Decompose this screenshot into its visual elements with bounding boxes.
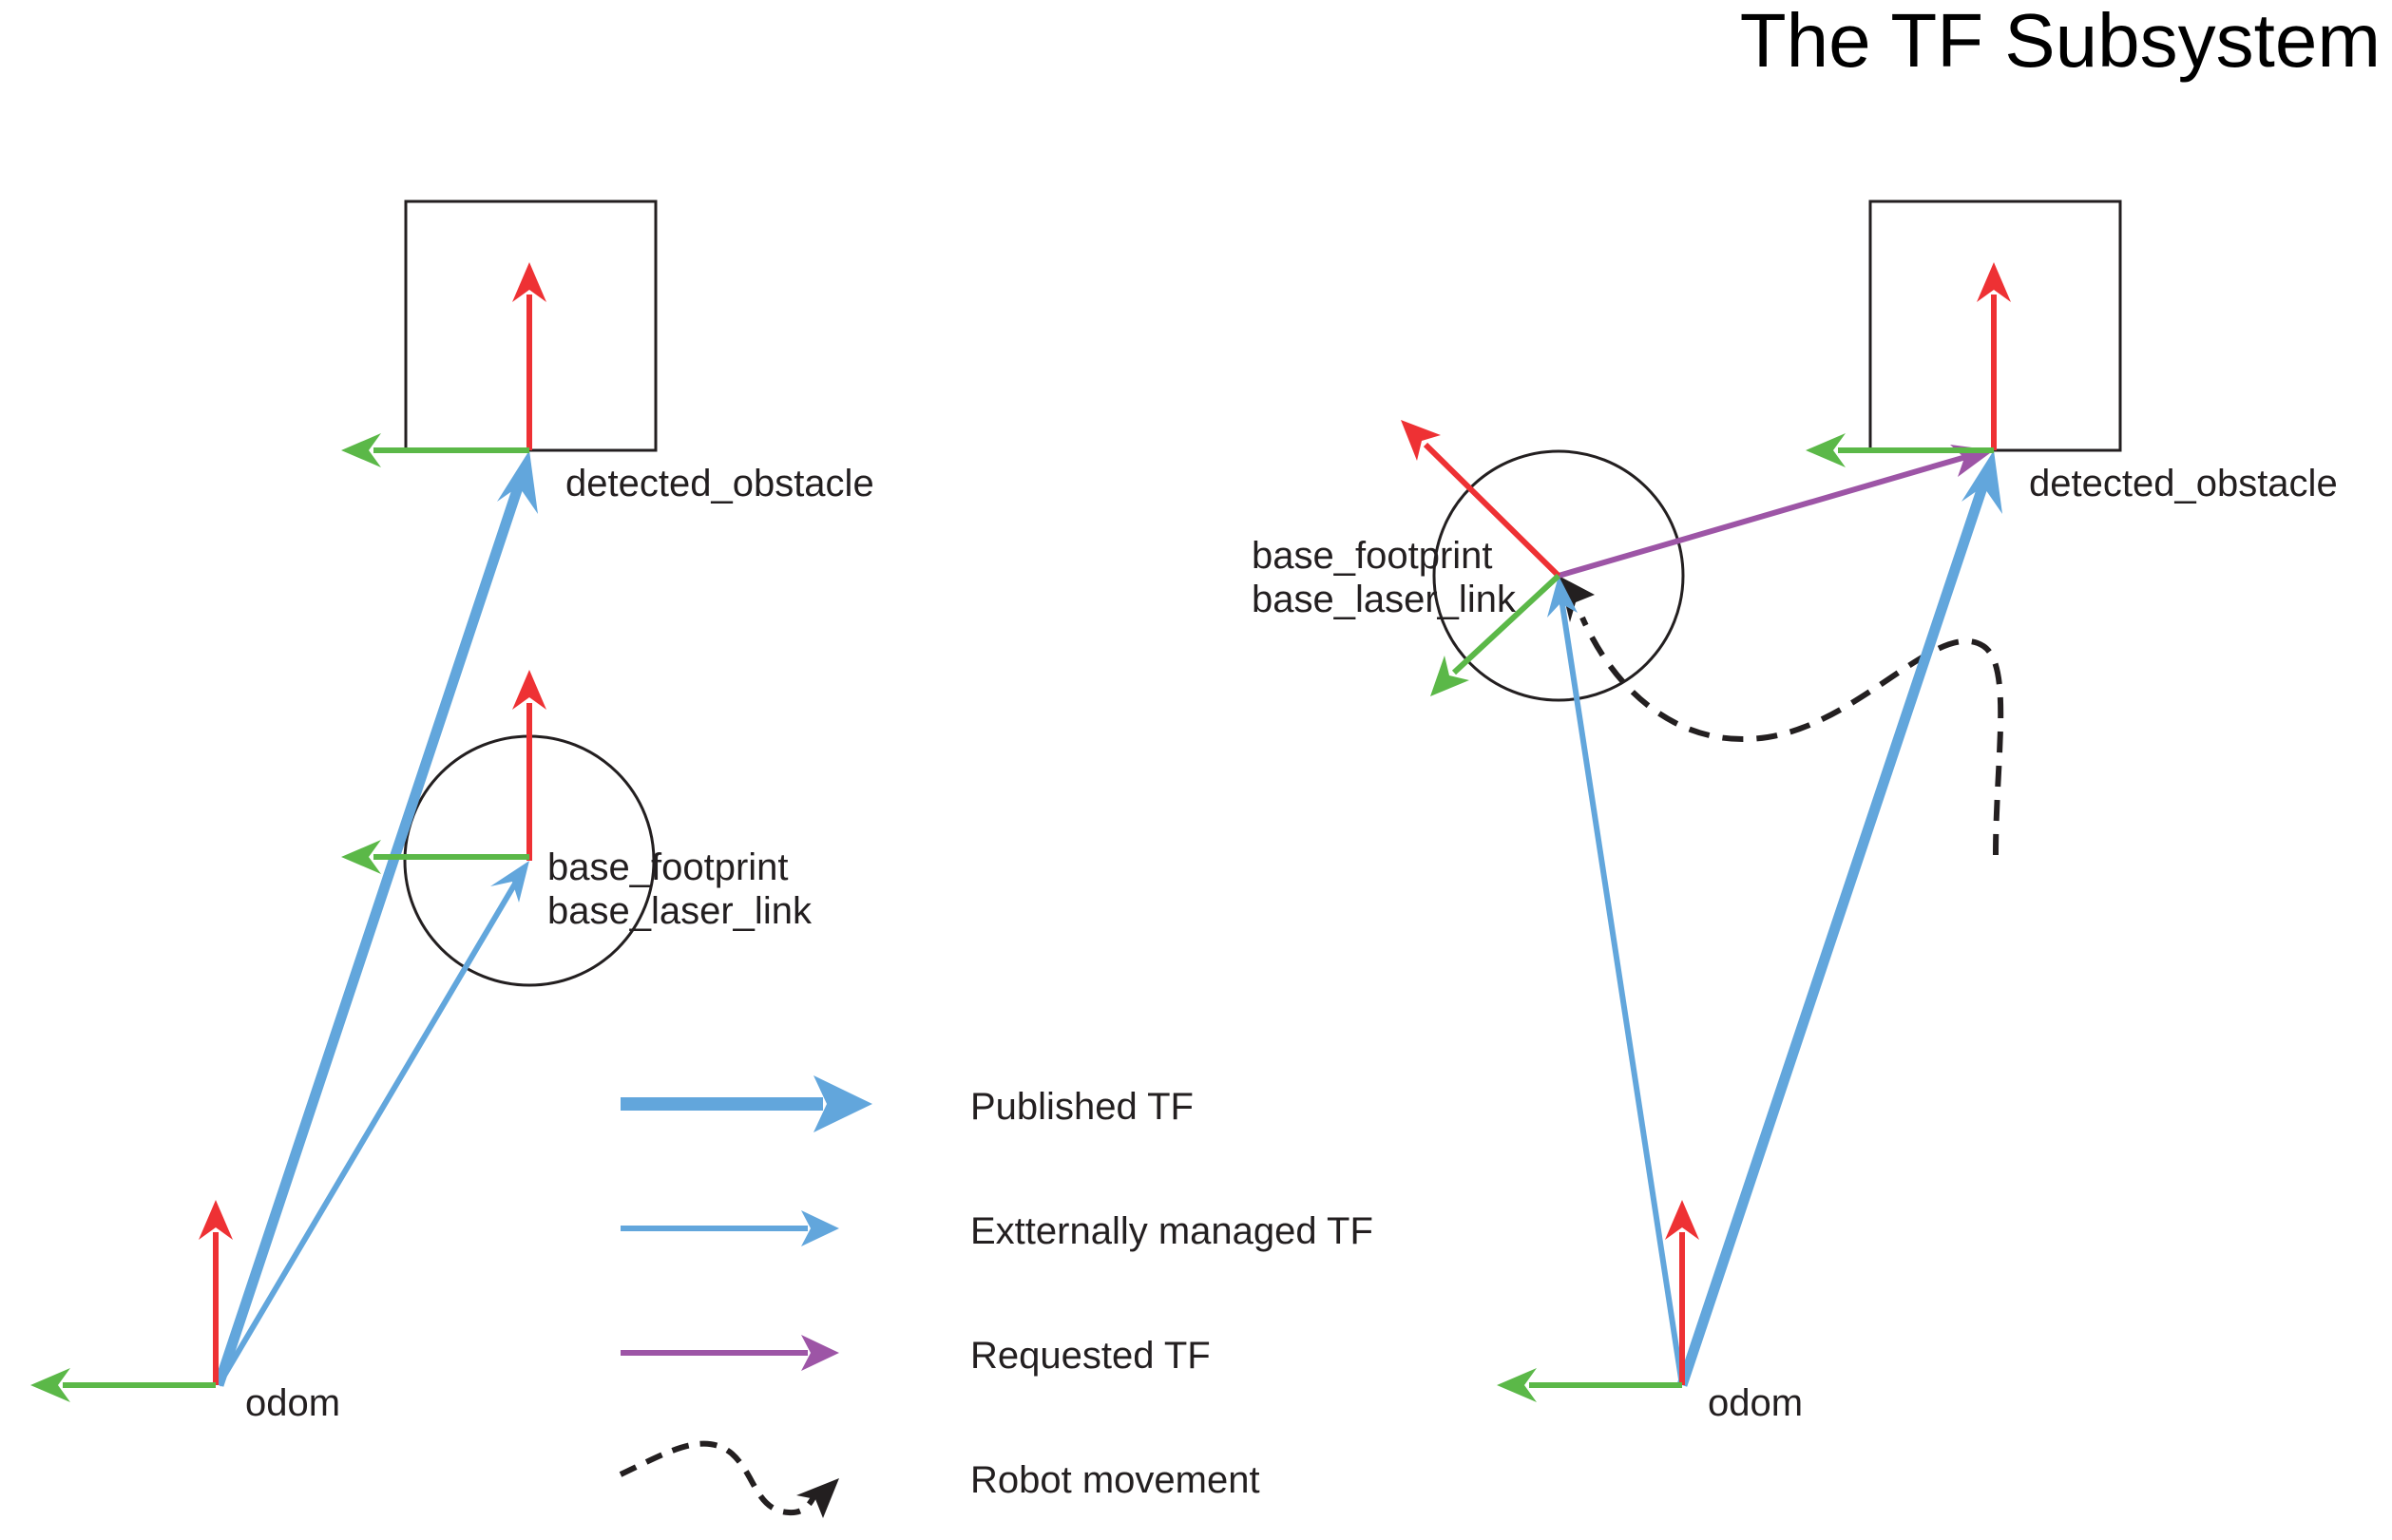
right-published-tf-arrow [1676, 450, 2002, 1387]
right-obstacle-frame [1806, 262, 2011, 467]
left-external-tf-arrow [216, 861, 529, 1387]
left-scene: detected_obstacle base_footprint base_la… [30, 200, 874, 1424]
legend-published-label: Published TF [970, 1086, 1194, 1128]
legend-published-arrow [621, 1075, 872, 1132]
left-obstacle-frame [341, 262, 546, 467]
right-odom-frame [1497, 1200, 1699, 1402]
right-odom-label: odom [1708, 1382, 1803, 1424]
left-published-tf-arrow [213, 450, 538, 1387]
right-robot-label-laser: base_laser_link [1252, 579, 1517, 620]
right-obstacle-label: detected_obstacle [2029, 463, 2338, 504]
right-external-tf-arrow [1547, 576, 1685, 1386]
legend-movement-label: Robot movement [970, 1459, 1260, 1501]
left-odom-label: odom [245, 1382, 340, 1424]
legend-requested-label: Requested TF [970, 1335, 1211, 1377]
right-robot-label-footprint: base_footprint [1252, 535, 1493, 577]
right-robot-movement-path [1559, 576, 2004, 856]
right-robot-frame [1401, 420, 1561, 696]
legend-external-arrow [621, 1210, 839, 1246]
right-requested-tf-arrow [1558, 445, 1994, 579]
left-robot-label-footprint: base_footprint [547, 846, 789, 888]
right-robot-circle [1432, 449, 1685, 702]
left-odom-frame [30, 1200, 233, 1402]
legend-movement-arrow [619, 1440, 839, 1518]
diagram-title: The TF Subsystem [1740, 0, 2381, 83]
left-obstacle-label: detected_obstacle [565, 463, 874, 504]
right-scene: detected_obstacle base_footprint base_la… [1252, 200, 2338, 1424]
legend-requested-arrow [621, 1335, 839, 1371]
legend: Published TF Extternally managed TF Requ… [619, 1075, 1373, 1518]
left-robot-frame [341, 670, 546, 874]
left-robot-label-laser: base_laser_link [547, 890, 813, 932]
legend-external-label: Extternally managed TF [970, 1210, 1373, 1252]
